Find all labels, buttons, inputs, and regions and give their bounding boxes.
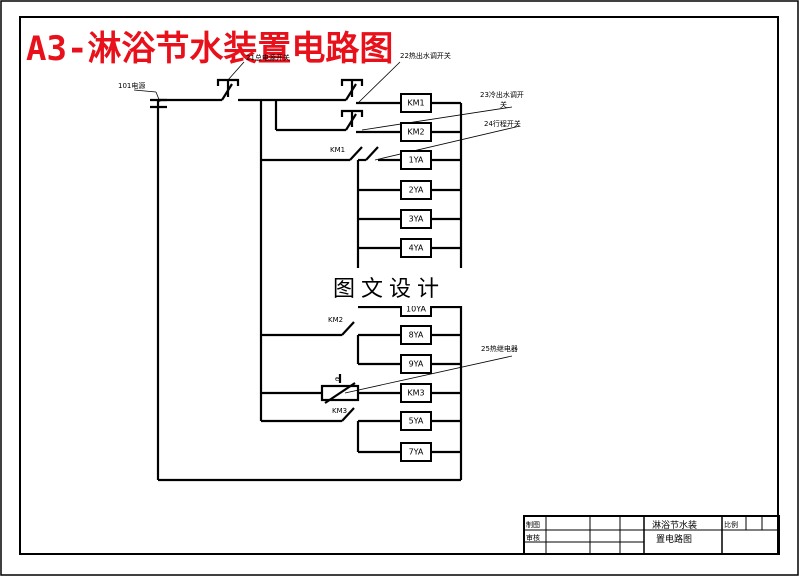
coil-km1-label: KM1	[407, 99, 424, 108]
coil-8ya-label: 8YA	[409, 331, 424, 340]
coil-8ya	[400, 325, 432, 345]
drawing-name-line1: 淋浴节水装	[652, 519, 697, 531]
switch23-label-line2: 关	[500, 100, 507, 109]
relay25-label: 25热继电器	[481, 344, 518, 353]
coil-2ya	[400, 180, 432, 200]
coil-km1	[400, 93, 432, 113]
drawing-name-line2: 置电路图	[656, 533, 692, 545]
checked-by-label: 审核	[526, 533, 540, 542]
coil-km3	[400, 383, 432, 403]
coil-km3-label: KM3	[407, 389, 424, 398]
coil-km2-label: KM2	[407, 128, 424, 137]
circuit-wiring	[150, 78, 463, 482]
coil-group: KM1 KM2 1YA 2YA 3YA 4YA 10YA 8YA 9YA KM3…	[400, 93, 432, 462]
inner-border	[19, 16, 779, 555]
coil-1ya-label: 1YA	[409, 156, 424, 165]
coil-5ya-label: 5YA	[409, 417, 424, 426]
coil-3ya-label: 3YA	[409, 215, 424, 224]
coil-7ya-label: 7YA	[409, 448, 424, 457]
coil-9ya	[400, 354, 432, 374]
thermal-e-label: e	[335, 375, 339, 383]
coil-5ya	[400, 411, 432, 431]
scale-label: 比例	[724, 520, 738, 529]
drawn-by-label: 制图	[526, 520, 540, 529]
coil-4ya-label: 4YA	[409, 244, 424, 253]
km2-contact-label: KM2	[328, 316, 343, 324]
switch21-label: 21总电源开关	[246, 53, 290, 62]
switch22-label: 22热出水调开关	[400, 51, 451, 60]
coil-10ya-label: 10YA	[406, 305, 426, 314]
switch23-label-line1: 23冷出水调开	[480, 90, 524, 99]
coil-km2	[400, 122, 432, 142]
leader-lines	[133, 61, 521, 394]
drawing-title: A3-淋浴节水装置电路图	[26, 29, 393, 69]
km1-contact-label: KM1	[330, 146, 345, 154]
watermark-box	[318, 268, 478, 306]
title-block	[523, 515, 780, 555]
coil-3ya	[400, 209, 432, 229]
watermark-text: 图文设计	[333, 277, 445, 302]
coil-4ya	[400, 238, 432, 258]
power-label: 101电源	[118, 81, 145, 90]
coil-9ya-label: 9YA	[409, 360, 424, 369]
coil-1ya	[400, 150, 432, 170]
km3-contact-label: KM3	[332, 407, 347, 415]
coil-7ya	[400, 442, 432, 462]
coil-2ya-label: 2YA	[409, 186, 424, 195]
switch24-label: 24行程开关	[484, 119, 521, 128]
